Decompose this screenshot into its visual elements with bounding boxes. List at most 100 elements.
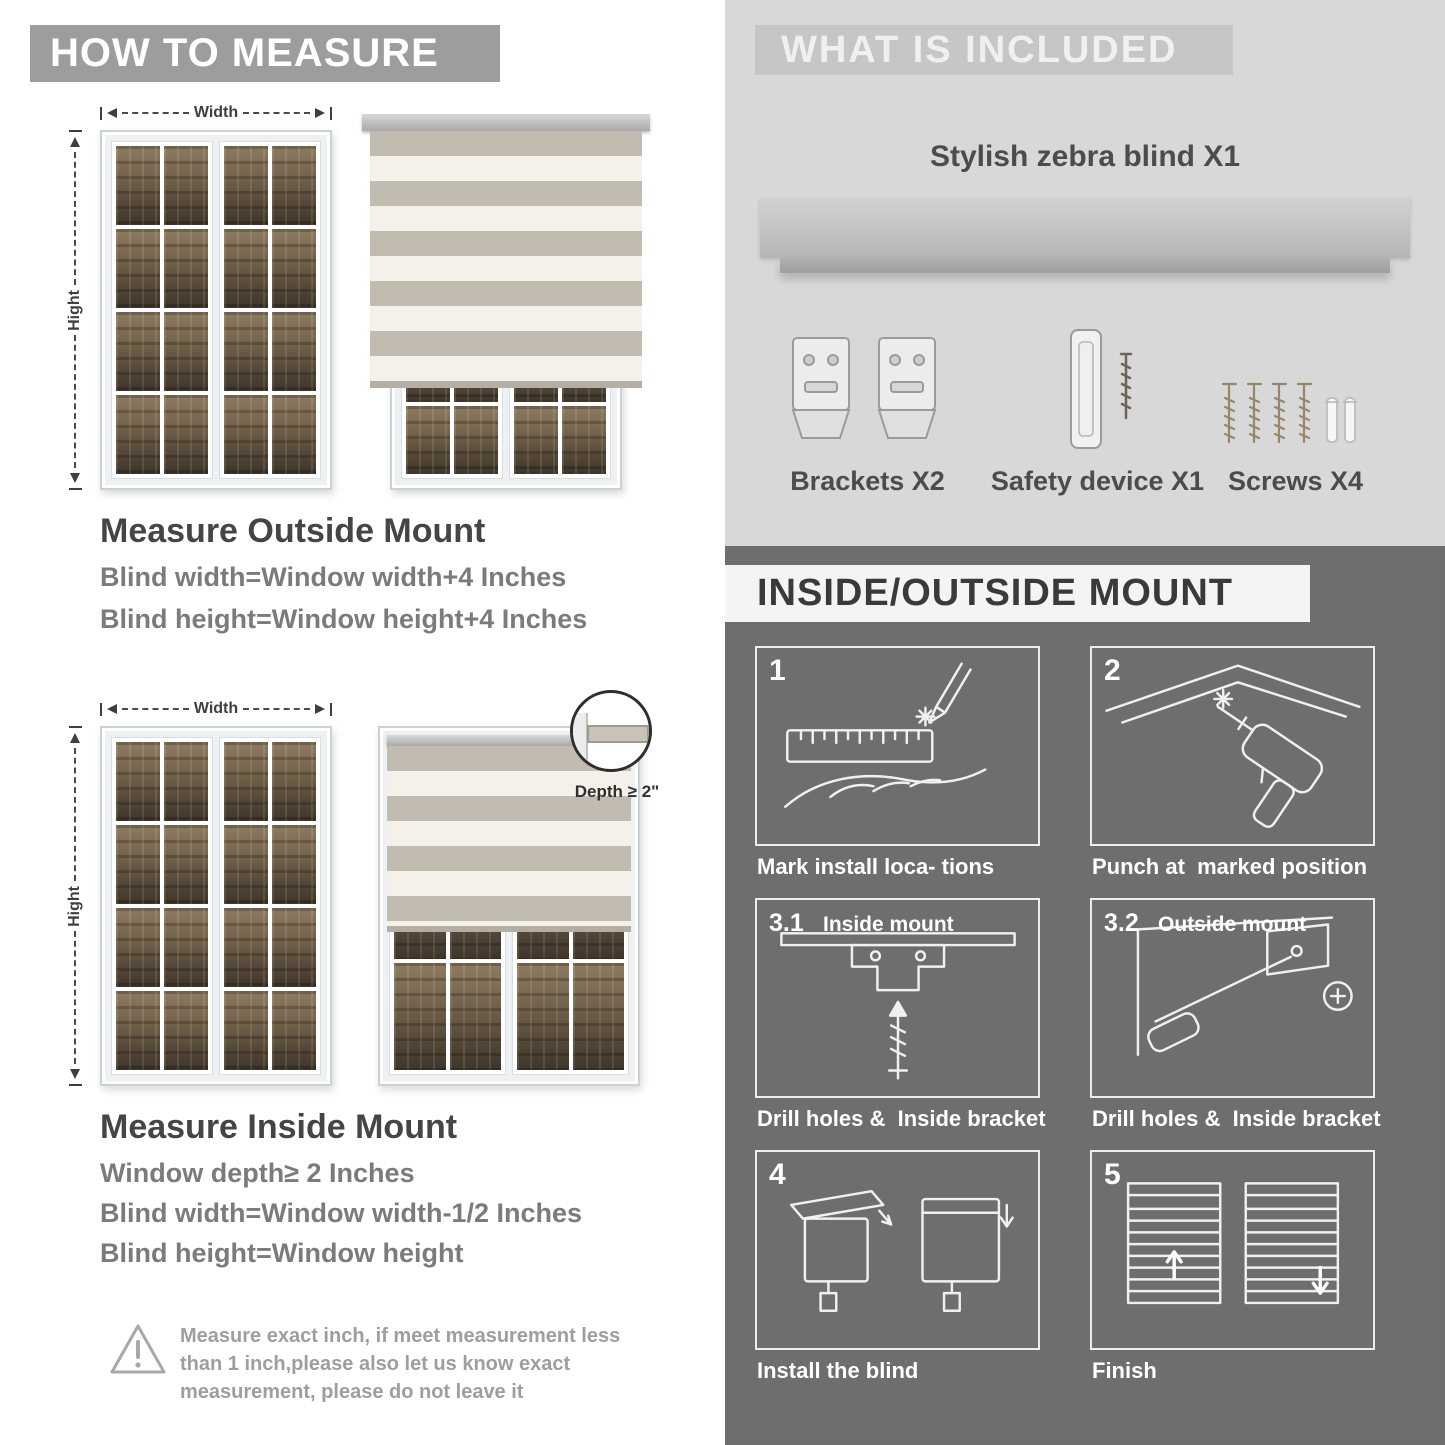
window-pane [272,825,316,904]
depth-label: Depth ≥ 2" [574,782,660,801]
step-4-illustration [789,1189,1014,1312]
zebra-blind-illustration [370,131,642,381]
width-arrow: Width [100,104,332,122]
window-pane [224,229,268,308]
step-2-panel: 2 [1090,646,1375,846]
safety-device-label: Safety device X1 [990,466,1205,496]
screws-label: Screws X4 [1227,466,1364,496]
blind-headrail-lip [780,258,1390,273]
window-pane [116,742,160,821]
blind-headrail-image [760,198,1410,258]
window-pane [272,742,316,821]
window-pane [272,146,316,225]
inside-mount-blind-figure [378,726,640,1086]
window-pane [116,229,160,308]
arrow-tick [100,702,102,716]
window-pane [406,406,450,474]
what-is-included-section: WHAT IS INCLUDED Stylish zebra blind X1 [725,0,1445,546]
window-pane [272,395,316,474]
window-pane [272,229,316,308]
step-1-illustration [784,662,987,808]
how-to-measure-header: HOW TO MEASURE [30,25,500,82]
arrow-left-icon [107,704,117,714]
window-illustration [100,726,332,1086]
step-4-caption: Install the blind [757,1358,919,1383]
outside-mount-blind-figure [362,114,650,490]
arrow-up-icon [70,733,80,743]
window-pane [116,825,160,904]
depth-callout-circle [570,690,652,772]
arrow-down-icon [70,1069,80,1079]
product-label: Stylish zebra blind X1 [929,140,1241,173]
window-sash [111,141,213,479]
window-pane [116,991,160,1070]
inside-mount-title: Measure Inside Mount [100,1108,458,1146]
outside-formula-width: Blind width=Window width+4 Inches [100,562,567,592]
window-pane [116,908,160,987]
step-5-panel: 5 [1090,1150,1375,1350]
window-pane [224,742,268,821]
measure-warning-note: Measure exact inch, if meet measurement … [180,1325,621,1403]
window-sash [111,737,213,1075]
step-3-2-illustration [1136,916,1353,1057]
step-4-panel: 4 [755,1150,1040,1350]
step-number: 1 [769,654,786,687]
blind-cassette [362,114,650,131]
arrow-tick [330,106,332,120]
arrow-left-icon [107,108,117,118]
arrow-tick [330,702,332,716]
step-5-illustration [1126,1182,1340,1305]
step-3-1-illustration [780,932,1016,1080]
window-pane [116,395,160,474]
step-number: 3.1 [769,909,804,937]
what-is-included-header: WHAT IS INCLUDED [755,25,1233,75]
blind-bottom-rail [387,926,631,932]
window-pane [164,229,208,308]
step-title: Inside mount [823,913,954,936]
window-pane [224,146,268,225]
arrow-dash [122,708,189,710]
window-pane [116,312,160,391]
outside-mount-title: Measure Outside Mount [100,512,486,550]
arrow-dash [74,748,76,881]
step-1-panel: 1 [755,646,1040,846]
window-pane [562,406,606,474]
window-pane [394,963,446,1070]
inside-formula-depth: Window depth≥ 2 Inches [100,1158,415,1188]
window-pane [224,825,268,904]
cassette-detail [586,724,649,744]
window-pane [224,312,268,391]
step-number: 5 [1104,1158,1121,1191]
window-pane [224,991,268,1070]
arrow-down-icon [70,473,80,483]
window-pane [454,406,498,474]
window-pane [164,395,208,474]
step-3-2-panel: 3.2 Outside mount [1090,898,1375,1098]
arrow-tick [68,726,82,728]
arrow-dash [122,112,189,114]
mount-guide-section: INSIDE/OUTSIDE MOUNT 1 Mark install loca… [725,546,1445,1445]
arrow-right-icon [315,704,325,714]
window-pane [572,963,624,1070]
height-arrow: Hight [66,726,84,1086]
arrow-dash [243,708,310,710]
window-pane [272,908,316,987]
outside-formula-height: Blind height=Window height+4 Inches [100,604,588,634]
window-pane [116,146,160,225]
height-label: Hight [66,885,83,927]
inset-blind [387,735,631,933]
step-3-1-panel: 3.1 Inside mount [755,898,1040,1098]
safety-device-icon [1055,322,1145,460]
step-3-1-caption: Drill holes & Inside bracket [757,1106,1046,1131]
step-number: 4 [769,1158,786,1191]
width-label: Width [193,104,239,121]
window-sash [219,737,321,1075]
window-pane [224,908,268,987]
arrow-dash [74,931,76,1064]
window-pane [449,963,501,1070]
arrow-dash [74,335,76,468]
step-number: 2 [1104,654,1121,687]
height-arrow: Hight [66,130,84,490]
window-pane [164,908,208,987]
